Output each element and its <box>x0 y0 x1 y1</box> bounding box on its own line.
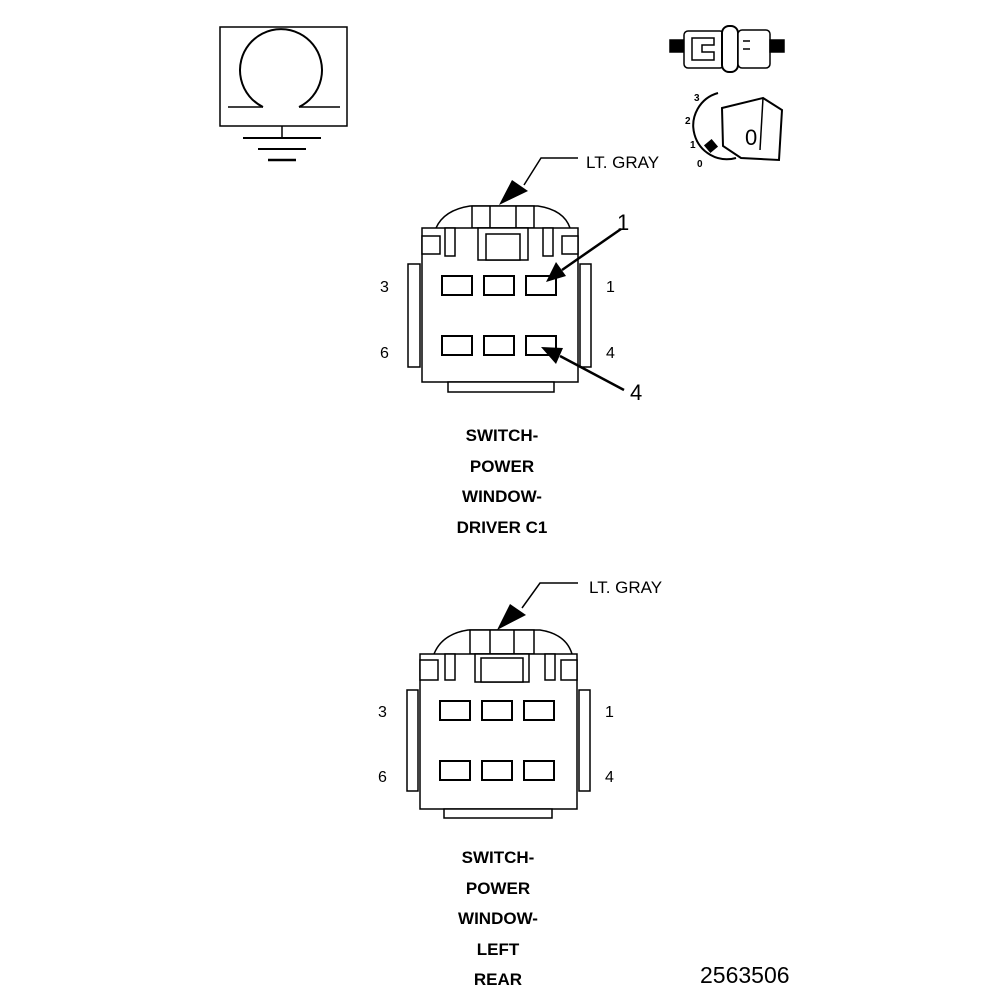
ignition-position-2: 2 <box>685 116 691 127</box>
connector-left-rear-pin-label-6: 6 <box>378 769 387 786</box>
callout-arrowhead-pin-4 <box>541 347 563 364</box>
cavity-1 <box>523 700 555 721</box>
connector-left-rear-color-leader <box>521 582 578 609</box>
connector-c1-color-leader <box>523 157 578 186</box>
cavity-5 <box>483 335 515 356</box>
connector-c1-color-label: LT. GRAY <box>586 153 659 172</box>
connector-c1: LT. GRAY 3 1 6 4 1 4 <box>380 153 659 405</box>
ignition-position-1: 1 <box>690 140 696 151</box>
cavity-5 <box>481 760 513 781</box>
inline-connector-icon <box>669 25 785 73</box>
connector-left-rear: LT. GRAY 3 1 6 4 <box>378 578 662 819</box>
connector-c1-pin-label-3: 3 <box>380 279 389 296</box>
callout-arrowhead-pin-1 <box>546 262 566 282</box>
connector-c1-cavities <box>441 275 557 356</box>
connector-c1-housing <box>407 205 592 393</box>
connector-c1-pin-label-6: 6 <box>380 345 389 362</box>
key-label: 0 <box>745 125 757 150</box>
connector-left-rear-caption: SWITCH- POWER WINDOW- LEFT REAR <box>398 843 598 996</box>
connector-c1-pin-label-4: 4 <box>606 345 615 362</box>
cavity-6 <box>439 760 471 781</box>
callout-arrow-pin-4 <box>559 354 625 392</box>
caption-line: WINDOW- <box>458 909 538 928</box>
callout-arrow-pin-1 <box>561 227 622 272</box>
cavity-2 <box>483 275 515 296</box>
connector-left-rear-pin-label-4: 4 <box>605 769 614 786</box>
cavity-6 <box>441 335 473 356</box>
connector-left-rear-color-arrowhead <box>497 604 526 630</box>
connector-left-rear-color-label: LT. GRAY <box>589 578 662 597</box>
connector-c1-caption: SWITCH- POWER WINDOW- DRIVER C1 <box>402 421 602 543</box>
connector-left-rear-housing <box>406 629 591 819</box>
caption-line: POWER <box>465 878 531 898</box>
connector-left-rear-pin-label-1: 1 <box>605 704 614 721</box>
cavity-3 <box>439 700 471 721</box>
connector-c1-pin-label-1: 1 <box>606 279 615 296</box>
callout-label-1: 1 <box>617 210 629 235</box>
caption-line: SWITCH- <box>461 848 535 867</box>
ignition-key-icon: 3 2 1 0 0 <box>685 92 784 170</box>
connector-left-rear-cavities <box>439 700 555 781</box>
cavity-2 <box>481 700 513 721</box>
cavity-4 <box>523 760 555 781</box>
document-number: 2563506 <box>700 962 790 988</box>
ground-icon <box>219 26 348 162</box>
caption-line: REAR <box>473 970 523 989</box>
caption-line: LEFT <box>476 939 520 959</box>
caption-line: POWER <box>469 456 535 476</box>
ignition-position-0: 0 <box>697 159 703 170</box>
cavity-3 <box>441 275 473 296</box>
caption-line: SWITCH- <box>465 426 539 445</box>
caption-line: DRIVER C1 <box>456 517 548 537</box>
callout-label-4: 4 <box>630 380 642 405</box>
connector-c1-color-arrowhead <box>499 180 528 205</box>
connector-left-rear-pin-label-3: 3 <box>378 704 387 721</box>
ignition-position-3: 3 <box>694 93 700 104</box>
caption-line: WINDOW- <box>462 487 542 506</box>
